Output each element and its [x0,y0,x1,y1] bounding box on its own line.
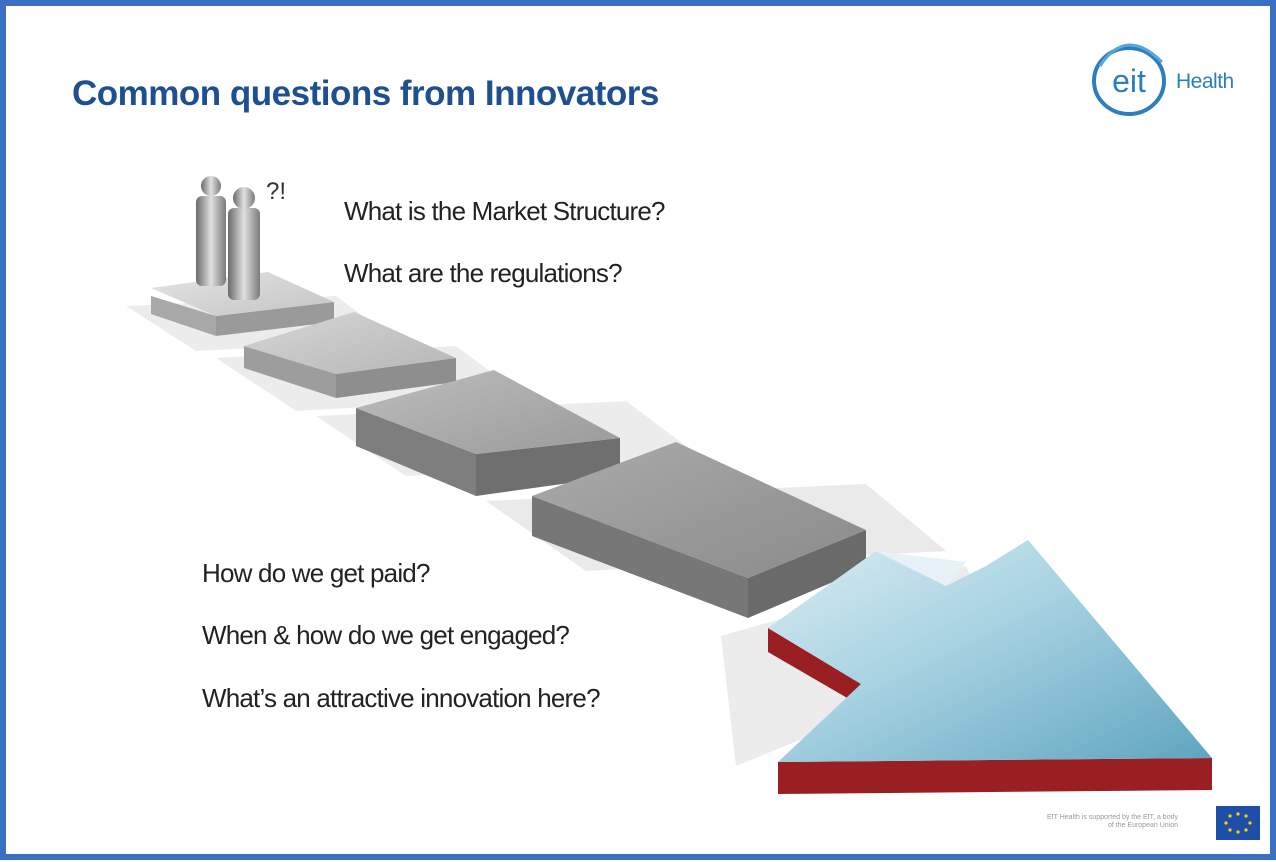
step-2-side [244,346,336,398]
exclamation-mark: ?! [266,178,287,205]
eit-health-logo: Health [1176,70,1234,93]
step-4-front [748,530,866,618]
question-regulations: What are the regulations? [344,258,623,288]
people-figures-icon [196,176,260,300]
eu-flag-icon [1216,806,1260,840]
step-1-side [151,296,216,336]
step-2-top [244,312,456,374]
arrow-highlight [876,551,966,586]
staircase-arrow-graphic: eit [126,43,1251,833]
figure-2-head [233,187,255,209]
arrow-bottom-edge [778,758,1212,794]
step-3-front [476,438,620,496]
arrow-face [768,540,1212,762]
question-attractive-innovation: What’s an attractive innovation here? [202,683,601,713]
footnote: EIT Health is supported by the EIT, a bo… [1046,814,1178,829]
eit-logo-mark: eit [1112,63,1146,99]
step-4-top [532,442,866,578]
step-4-side [532,496,748,618]
figure-1-body [196,196,226,286]
eit-logo-swoosh [1098,43,1164,67]
question-get-engaged: When & how do we get engaged? [202,620,570,650]
eit-logo-ring [1092,46,1166,116]
step-1-front [216,302,334,336]
figure-2-body [228,208,260,300]
step-2-front [336,358,456,398]
step-3-top [356,370,620,454]
arrow-left-edge [768,628,861,706]
question-get-paid: How do we get paid? [202,558,430,588]
slide-title: Common questions from Innovators [72,74,659,113]
figure-1-head [201,176,221,196]
question-market-structure: What is the Market Structure? [344,196,666,226]
step-3-side [356,408,476,496]
